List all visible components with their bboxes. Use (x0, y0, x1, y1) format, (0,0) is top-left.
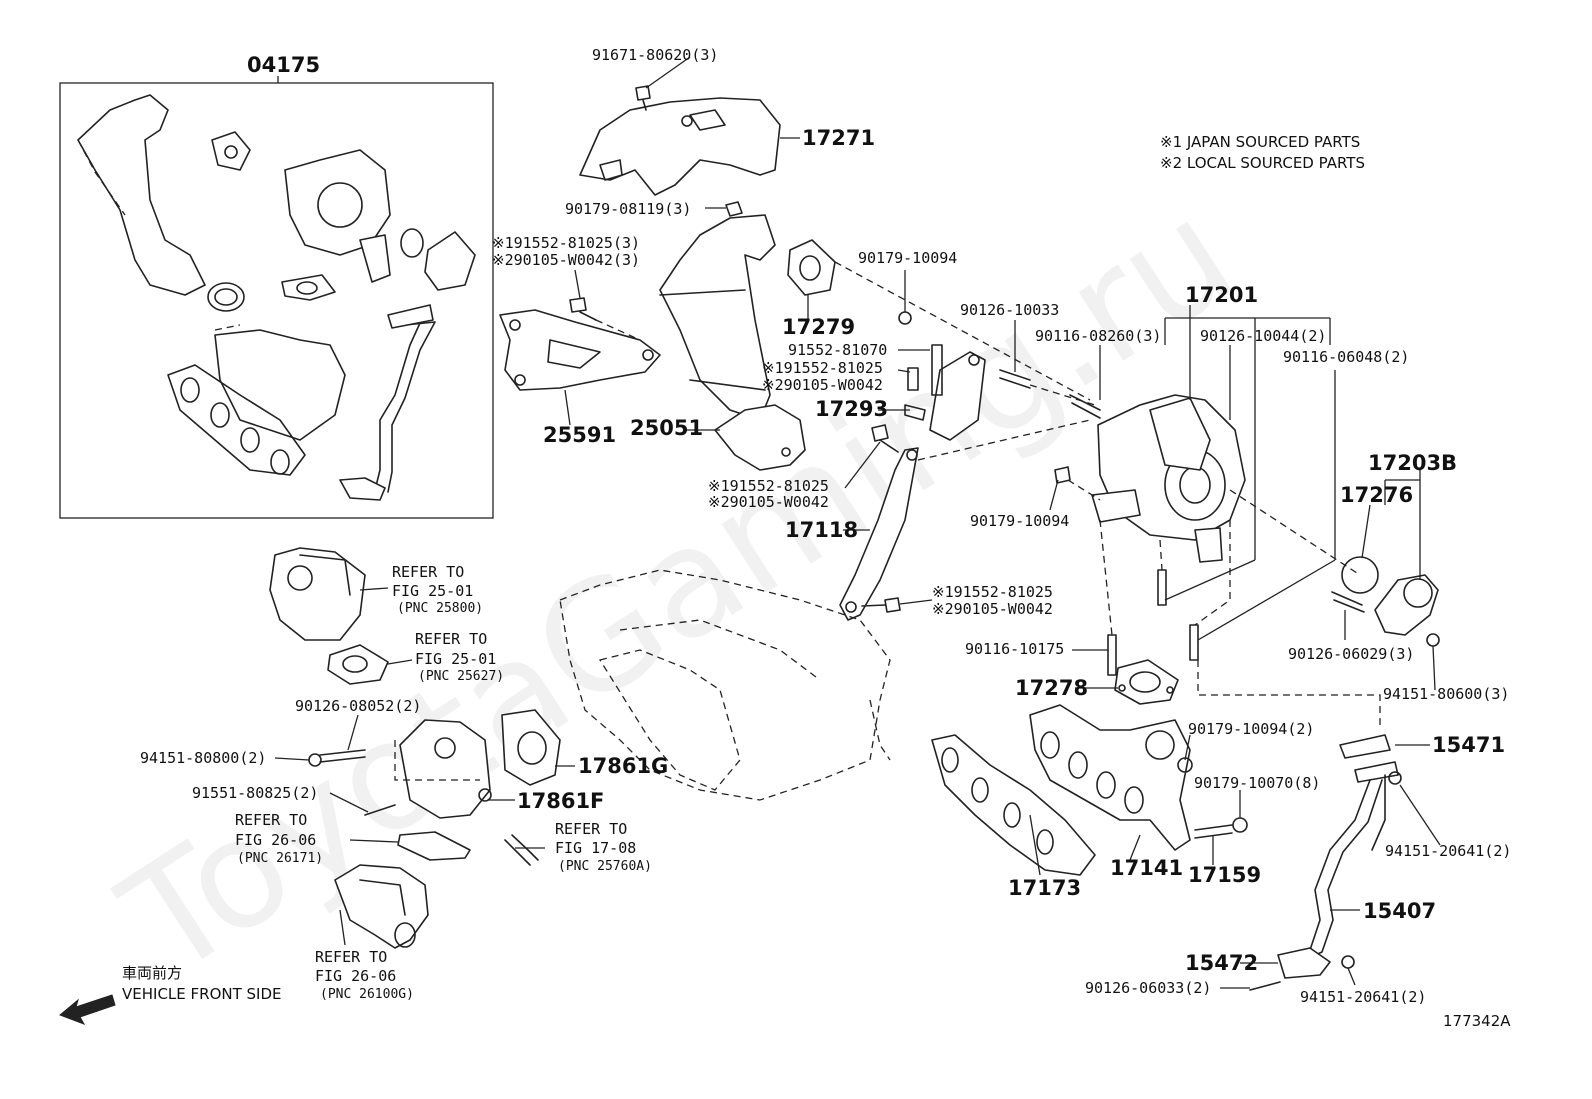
label-17293: 17293 (815, 397, 888, 421)
label-94151-80800: 94151-80800(2) (140, 749, 266, 767)
label-290105-c: ※290105-W0042 (708, 493, 829, 511)
label-17159: 17159 (1188, 863, 1261, 887)
svg-text:(PNC 25760A): (PNC 25760A) (558, 859, 652, 874)
label-17278: 17278 (1015, 676, 1088, 700)
label-94151-20641-b: 94151-20641(2) (1300, 988, 1426, 1006)
gasket-17279 (787, 239, 1091, 401)
heat-insulator-17271 (579, 85, 781, 196)
label-94151-80600: 94151-80600(3) (1383, 685, 1509, 703)
svg-text:REFER TO: REFER TO (235, 811, 307, 829)
gasket-17173 (931, 734, 1096, 876)
elbow-17203B (1229, 489, 1440, 647)
label-17279: 17279 (782, 315, 855, 339)
front-arrow-icon (59, 994, 116, 1025)
svg-text:(PNC 26171): (PNC 26171) (237, 851, 323, 866)
label-91551-80825: 91551-80825(2) (192, 784, 318, 802)
svg-text:REFER TO: REFER TO (392, 563, 464, 581)
label-90126-08052: 90126-08052(2) (295, 697, 421, 715)
cylinder-head (559, 569, 891, 801)
label-17203B: 17203B (1368, 451, 1457, 475)
label-90179-10094-mid: 90179-10094 (970, 512, 1069, 530)
egr-cooler (308, 719, 492, 861)
front-side-en: VEHICLE FRONT SIDE (122, 985, 282, 1003)
stay-17118 (839, 419, 1091, 621)
label-91671: 91671-80620(3) (592, 46, 718, 64)
svg-text:FIG 17-08: FIG 17-08 (555, 839, 636, 857)
label-90179-10094-top: 90179-10094 (858, 249, 957, 267)
turbocharger-17201 (999, 369, 1246, 676)
label-15471: 15471 (1432, 733, 1505, 757)
part-labels: 04175 91671-80620(3) 17271 90179-08119(3… (140, 46, 1511, 1006)
svg-text:FIG 25-01: FIG 25-01 (392, 582, 473, 600)
label-90126-10033: 90126-10033 (960, 301, 1059, 319)
label-90116-10175: 90116-10175 (965, 640, 1064, 658)
reference-labels: REFER TO FIG 25-01 (PNC 25800) REFER TO … (235, 563, 652, 1002)
svg-text:FIG 26-06: FIG 26-06 (235, 831, 316, 849)
label-91552-81070: 91552-81070 (788, 341, 887, 359)
legend-japan: ※1 JAPAN SOURCED PARTS (1160, 133, 1360, 151)
gasket-17861G (501, 709, 561, 786)
oil-pipe-15407 (1249, 734, 1402, 991)
hose-refer (504, 834, 539, 866)
label-17276: 17276 (1340, 483, 1413, 507)
svg-text:(PNC 25800): (PNC 25800) (397, 601, 483, 616)
label-25591: 25591 (543, 423, 616, 447)
leader-lines (274, 56, 1441, 989)
svg-text:FIG 26-06: FIG 26-06 (315, 967, 396, 985)
bracket-25591 (499, 297, 661, 391)
front-side-jp: 車両前方 (122, 964, 182, 982)
svg-text:REFER TO: REFER TO (415, 630, 487, 648)
legend-local: ※2 LOCAL SOURCED PARTS (1160, 154, 1365, 172)
gasket-17278 (1114, 659, 1381, 725)
water-outlet (334, 864, 429, 949)
stay-17293 (904, 344, 986, 441)
figure-id: 177342A (1443, 1012, 1511, 1030)
label-290105-d: ※290105-W0042 (932, 600, 1053, 618)
egr-valve (269, 547, 366, 641)
converter-25051 (659, 201, 806, 471)
label-04175: 04175 (247, 53, 320, 77)
legend: ※1 JAPAN SOURCED PARTS ※2 LOCAL SOURCED … (1160, 133, 1365, 172)
label-17173: 17173 (1008, 876, 1081, 900)
kit-box-04175 (59, 76, 494, 519)
svg-text:(PNC 26100G): (PNC 26100G) (320, 987, 414, 1002)
label-90179-10094-2: 90179-10094(2) (1188, 720, 1314, 738)
label-90116-06048: 90116-06048(2) (1283, 348, 1409, 366)
label-90116-08260: 90116-08260(3) (1035, 327, 1161, 345)
label-17201: 17201 (1185, 283, 1258, 307)
label-90126-06033: 90126-06033(2) (1085, 979, 1211, 997)
label-191552-c: ※191552-81025 (708, 477, 829, 495)
label-90179-10070: 90179-10070(8) (1194, 774, 1320, 792)
label-17861G: 17861G (578, 754, 668, 778)
label-17271: 17271 (802, 126, 875, 150)
label-90126-10044: 90126-10044(2) (1200, 327, 1326, 345)
label-191552-a: ※191552-81025(3) (492, 234, 640, 252)
label-25051: 25051 (630, 416, 703, 440)
label-17118: 17118 (785, 518, 858, 542)
egr-gasket (327, 644, 389, 685)
label-17141: 17141 (1110, 856, 1183, 880)
label-290105-b: ※290105-W0042 (762, 376, 883, 394)
label-15407: 15407 (1363, 899, 1436, 923)
label-290105-a: ※290105-W0042(3) (492, 251, 640, 269)
svg-text:REFER TO: REFER TO (315, 948, 387, 966)
label-17861F: 17861F (517, 789, 604, 813)
label-94151-20641-a: 94151-20641(2) (1385, 842, 1511, 860)
svg-text:FIG 25-01: FIG 25-01 (415, 650, 496, 668)
label-15472: 15472 (1185, 951, 1258, 975)
label-90179-08119: 90179-08119(3) (565, 200, 691, 218)
svg-text:REFER TO: REFER TO (555, 820, 627, 838)
label-90126-06029: 90126-06029(3) (1288, 645, 1414, 663)
svg-text:(PNC 25627): (PNC 25627) (418, 669, 504, 684)
manifold-17141 (1029, 704, 1248, 851)
label-191552-b: ※191552-81025 (762, 359, 883, 377)
label-191552-d: ※191552-81025 (932, 583, 1053, 601)
